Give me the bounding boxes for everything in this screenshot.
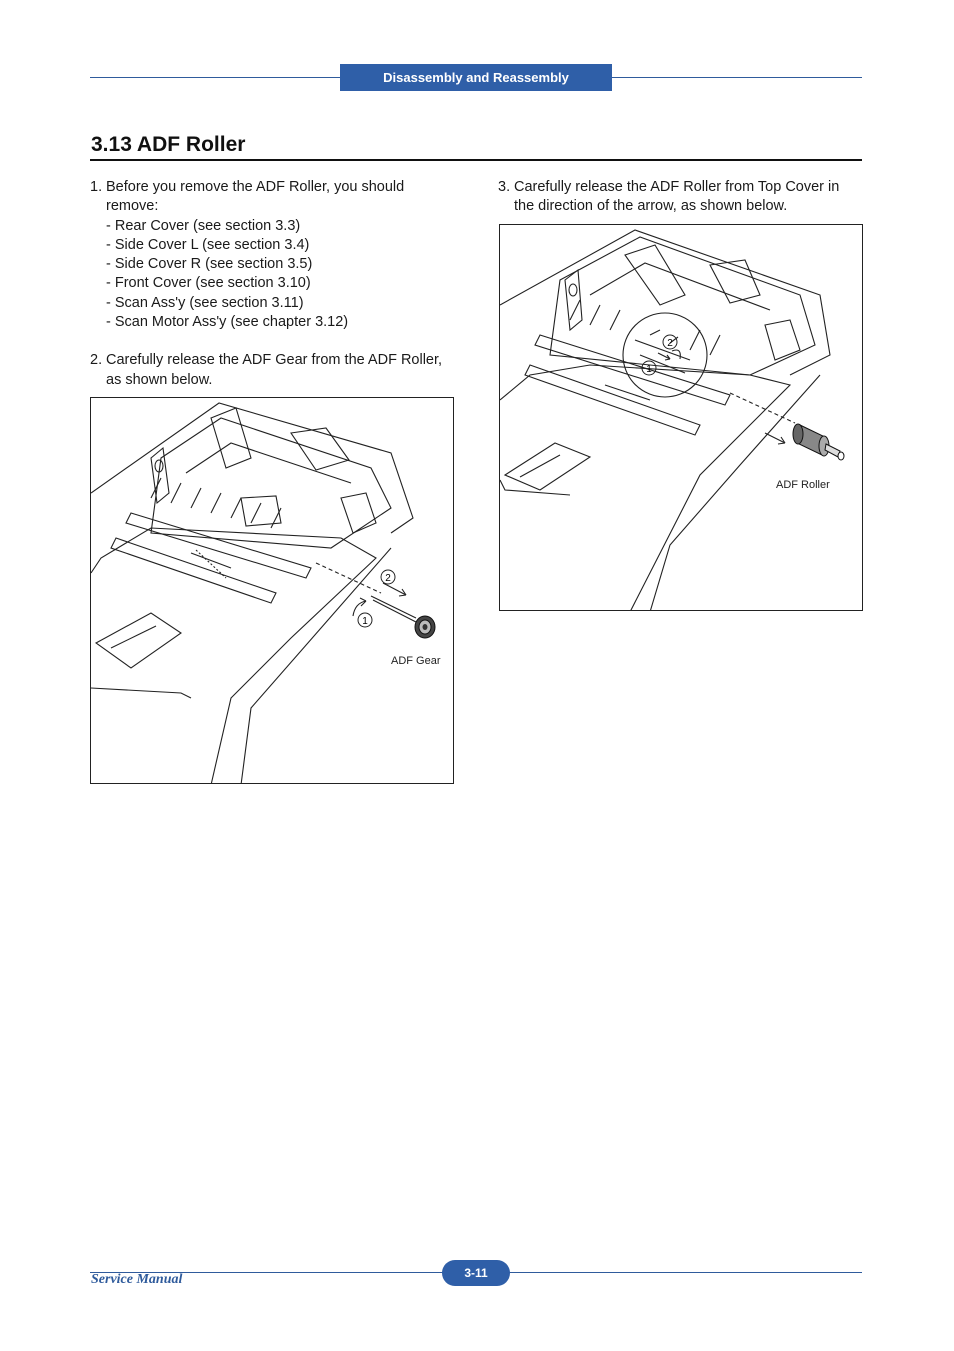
step-3: 3. Carefully release the ADF Roller from… xyxy=(498,178,860,197)
step-2: 2. Carefully release the ADF Gear from t… xyxy=(90,351,452,370)
step-text-cont: the direction of the arrow, as shown bel… xyxy=(514,198,788,215)
adf-gear-part xyxy=(414,615,436,639)
callout-2: 2 xyxy=(385,573,391,584)
prereq-item: - Side Cover R (see section 3.5) xyxy=(106,256,313,273)
adf-roller-part xyxy=(792,423,845,461)
prereq-item: - Front Cover (see section 3.10) xyxy=(106,275,311,292)
title-rule xyxy=(90,159,862,161)
figure-adf-gear: 2 1 ADF Gear xyxy=(90,397,454,784)
step-number: 1. xyxy=(90,179,103,195)
step-text-cont: as shown below. xyxy=(106,371,213,388)
step-text-cont: remove: xyxy=(106,198,159,215)
prereq-item: - Side Cover L (see section 3.4) xyxy=(106,236,310,253)
callout-2: 2 xyxy=(667,338,673,349)
section-tab: Disassembly and Reassembly xyxy=(340,64,612,91)
adf-gear-label: ADF Gear xyxy=(391,655,441,667)
footer-manual-title: Service Manual xyxy=(91,1272,183,1287)
callout-1: 1 xyxy=(646,364,652,375)
right-column: 3. Carefully release the ADF Roller from… xyxy=(498,178,860,217)
prereq-item: - Scan Ass'y (see section 3.11) xyxy=(106,294,304,311)
prereq-item: - Rear Cover (see section 3.3) xyxy=(106,217,301,234)
page-number-badge: 3-11 xyxy=(442,1260,510,1286)
adf-gear-illustration: 2 1 xyxy=(91,402,436,783)
step-text: Before you remove the ADF Roller, you sh… xyxy=(106,179,405,195)
step-text: Carefully release the ADF Roller from To… xyxy=(514,179,840,195)
step-number: 3. xyxy=(498,179,511,195)
callout-1: 1 xyxy=(362,616,368,627)
figure-adf-roller: 2 1 ADF Roller xyxy=(499,224,863,611)
adf-roller-illustration: 2 1 xyxy=(500,229,845,610)
step-1: 1. Before you remove the ADF Roller, you… xyxy=(90,178,452,197)
left-column: 1. Before you remove the ADF Roller, you… xyxy=(90,178,452,390)
prereq-item: - Scan Motor Ass'y (see chapter 3.12) xyxy=(106,314,349,331)
adf-roller-label: ADF Roller xyxy=(776,479,830,491)
step-number: 2. xyxy=(90,352,103,369)
step-text: Carefully release the ADF Gear from the … xyxy=(106,352,443,369)
page-title: 3.13 ADF Roller xyxy=(91,133,246,156)
